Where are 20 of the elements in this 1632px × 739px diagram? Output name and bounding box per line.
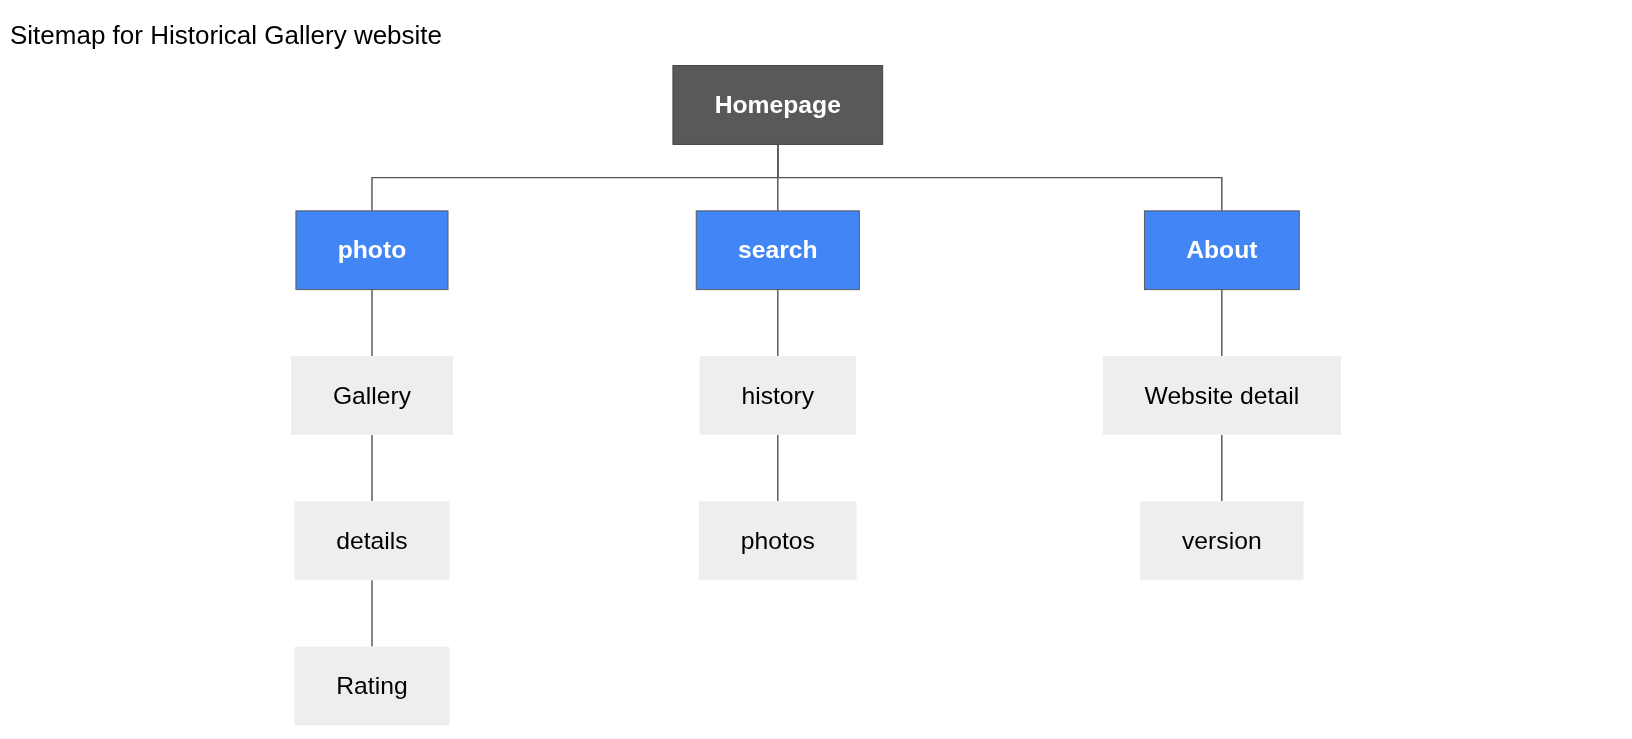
page-box: version — [1140, 501, 1304, 581]
connector-line — [1221, 288, 1223, 357]
section-box: photo — [295, 210, 449, 291]
page-box: Gallery — [291, 356, 453, 435]
connector-line — [777, 143, 1223, 212]
connector-line — [777, 434, 779, 503]
section-box: search — [695, 210, 860, 291]
page-box: details — [294, 501, 450, 581]
connector-line — [371, 288, 373, 357]
connector-line — [371, 579, 373, 648]
connector-line — [777, 288, 779, 357]
root-page-box: Homepage — [672, 65, 884, 145]
page-box: Website detail — [1102, 356, 1341, 435]
connector-line — [1221, 434, 1223, 503]
page-box: photos — [698, 501, 857, 581]
title: Sitemap for Historical Gallery website — [10, 20, 443, 51]
page-box: Rating — [294, 646, 450, 726]
connector-line — [371, 434, 373, 503]
section-box: About — [1143, 210, 1300, 291]
page-box: history — [699, 356, 856, 435]
